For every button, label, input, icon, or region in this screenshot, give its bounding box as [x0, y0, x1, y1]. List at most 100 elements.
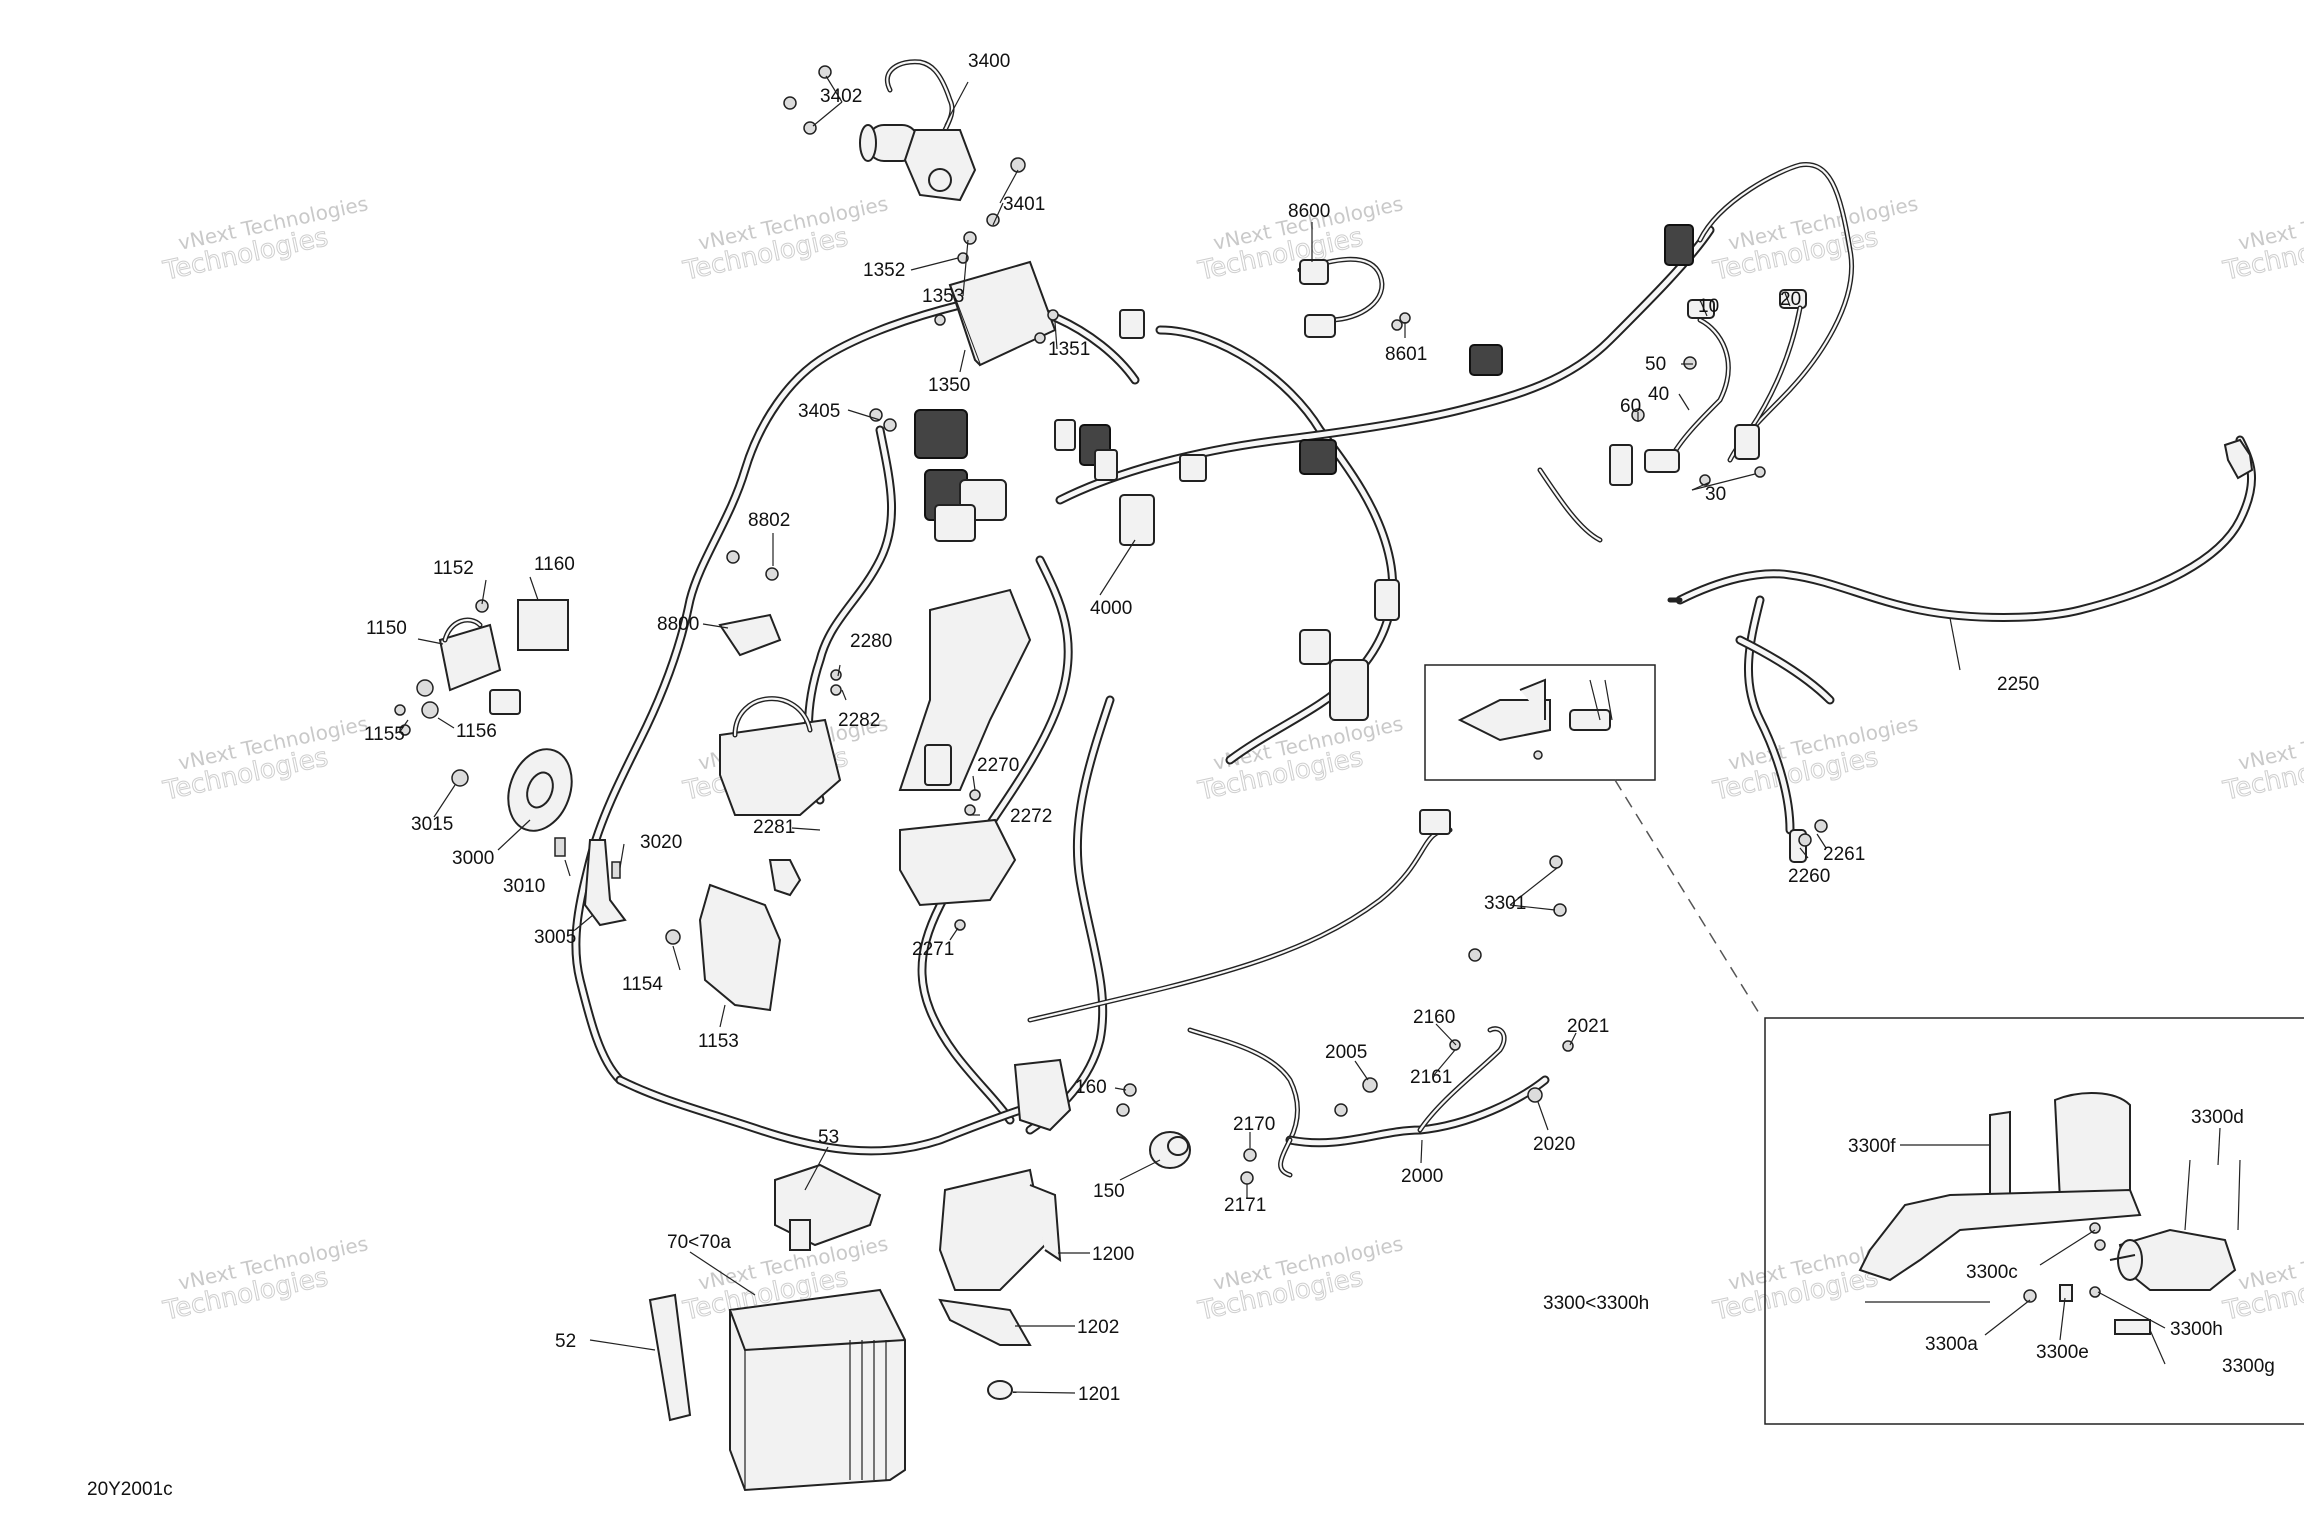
sensor-8600: [1297, 256, 1385, 338]
controller-module-1350: [948, 260, 1057, 367]
sensor-8800: [718, 550, 782, 657]
callout-70-70a: 70<70a: [667, 1232, 731, 1253]
callout-2260: 2260: [1788, 866, 1830, 887]
fasteners-3301: [1468, 855, 1567, 962]
callout-3300e: 3300e: [2036, 1342, 2089, 1363]
connector-160: [1013, 1058, 1137, 1132]
callout-3300g: 3300g: [2222, 1356, 2275, 1377]
callout-8600: 8600: [1288, 201, 1330, 222]
callout-1201: 1201: [1078, 1384, 1120, 1405]
callout-3401: 3401: [1003, 194, 1045, 215]
callout-4000: 4000: [1090, 598, 1132, 619]
callout-53: 53: [818, 1127, 839, 1148]
callout-2270: 2270: [977, 755, 1019, 776]
watermark: vNext Technologies Technologies: [160, 711, 370, 807]
callout-1202: 1202: [1077, 1317, 1119, 1338]
callout-2280: 2280: [850, 631, 892, 652]
watermark: vNext Technologies Technologies: [1195, 711, 1405, 807]
callout-150: 150: [1093, 1181, 1125, 1202]
callout-3300a: 3300a: [1925, 1334, 1978, 1355]
callout-160: 160: [1075, 1077, 1107, 1098]
watermark: vNext Technologies Technologies: [160, 1231, 370, 1327]
callout-40: 40: [1648, 384, 1669, 405]
callout-3300c: 3300c: [1966, 1262, 2018, 1283]
callout-2281: 2281: [753, 817, 795, 838]
callout-1353: 1353: [922, 286, 964, 307]
callout-30: 30: [1705, 484, 1726, 505]
watermark: vNext Technologies Technologies: [2220, 711, 2304, 807]
callout-2161: 2161: [1410, 1067, 1452, 1088]
callout-1160: 1160: [534, 554, 575, 575]
callout-8601: 8601: [1385, 344, 1427, 365]
callout-labels: 3400 3402 3401 1352 1353 1351 1350 8600 …: [364, 51, 2275, 1405]
callout-2271: 2271: [912, 939, 954, 960]
callout-2160: 2160: [1413, 1007, 1455, 1028]
battery-bracket-53: [774, 1163, 882, 1251]
callout-3010: 3010: [503, 876, 545, 897]
callout-50: 50: [1645, 354, 1666, 375]
callout-2170: 2170: [1233, 1114, 1275, 1135]
callout-3300f: 3300f: [1848, 1136, 1896, 1157]
watermark: vNext Technologies Technologies: [160, 191, 370, 287]
callout-10: 10: [1698, 296, 1719, 317]
watermark: vNext Technologies Technologies: [1195, 1231, 1405, 1327]
callout-3300h: 3300h: [2170, 1319, 2223, 1340]
battery-strap-52: [648, 1293, 692, 1422]
callout-1150: 1150: [366, 618, 407, 639]
callout-1154: 1154: [622, 974, 663, 995]
callout-1152: 1152: [433, 558, 474, 579]
callout-1156: 1156: [456, 721, 497, 742]
callout-8802: 8802: [748, 510, 790, 531]
callout-3405: 3405: [798, 401, 840, 422]
watermark: vNext Technologies Technologies: [2220, 1231, 2304, 1327]
callout-1352: 1352: [863, 260, 905, 281]
switch-150: [1149, 1131, 1191, 1169]
fuse-box-2270: [899, 789, 1017, 931]
callout-2005: 2005: [1325, 1042, 1367, 1063]
battery-70: [729, 1288, 906, 1492]
callout-2261: 2261: [1823, 844, 1865, 865]
fasteners-misc: [783, 65, 1411, 432]
callout-2000: 2000: [1401, 1166, 1443, 1187]
harness-2000: [1187, 1026, 1574, 1185]
window-motor-3400: [859, 59, 977, 202]
watermark: vNext Technologies Technologies: [1710, 191, 1920, 287]
callout-60: 60: [1620, 396, 1641, 417]
callout-1351: 1351: [1048, 339, 1090, 360]
inset-detail-small: [1424, 664, 1656, 781]
callout-3020: 3020: [640, 832, 682, 853]
sensor-cluster-right: [1631, 289, 1807, 486]
watermark: vNext Technologies Technologies: [1710, 711, 1920, 807]
main-wiring-harness: [571, 161, 1854, 1156]
callout-3300-3300h: 3300<3300h: [1543, 1293, 1649, 1314]
callout-3300d: 3300d: [2191, 1107, 2244, 1128]
fuse-box-2280: [719, 669, 842, 897]
bracket-1153: [665, 883, 782, 1012]
abs-module-1200: [938, 1168, 1062, 1400]
callout-1153: 1153: [698, 1031, 739, 1052]
callout-1200: 1200: [1092, 1244, 1134, 1265]
callout-3301: 3301: [1484, 893, 1526, 914]
horn-3000: [451, 748, 627, 927]
callout-3402: 3402: [820, 86, 862, 107]
callout-8800: 8800: [657, 614, 699, 635]
callout-3000: 3000: [452, 848, 494, 869]
callout-1350: 1350: [928, 375, 970, 396]
callout-3005: 3005: [534, 927, 576, 948]
callout-2171: 2171: [1224, 1195, 1266, 1216]
callout-2250: 2250: [1997, 674, 2039, 695]
leader-lines: [398, 75, 2221, 1394]
battery-cable-2250: [1667, 435, 2257, 863]
inset-detail-large: [1764, 1017, 2304, 1425]
inset-leader-dashed: [1614, 779, 1763, 1019]
callout-52: 52: [555, 1331, 576, 1352]
callout-2282: 2282: [838, 710, 880, 731]
figure-reference-code: 20Y2001c: [87, 1479, 173, 1500]
callout-1155: 1155: [364, 724, 405, 745]
callout-2021: 2021: [1567, 1016, 1609, 1037]
callout-3400: 3400: [968, 51, 1010, 72]
callout-2272: 2272: [1010, 806, 1052, 827]
callout-2020: 2020: [1533, 1134, 1575, 1155]
callout-20: 20: [1780, 289, 1801, 310]
